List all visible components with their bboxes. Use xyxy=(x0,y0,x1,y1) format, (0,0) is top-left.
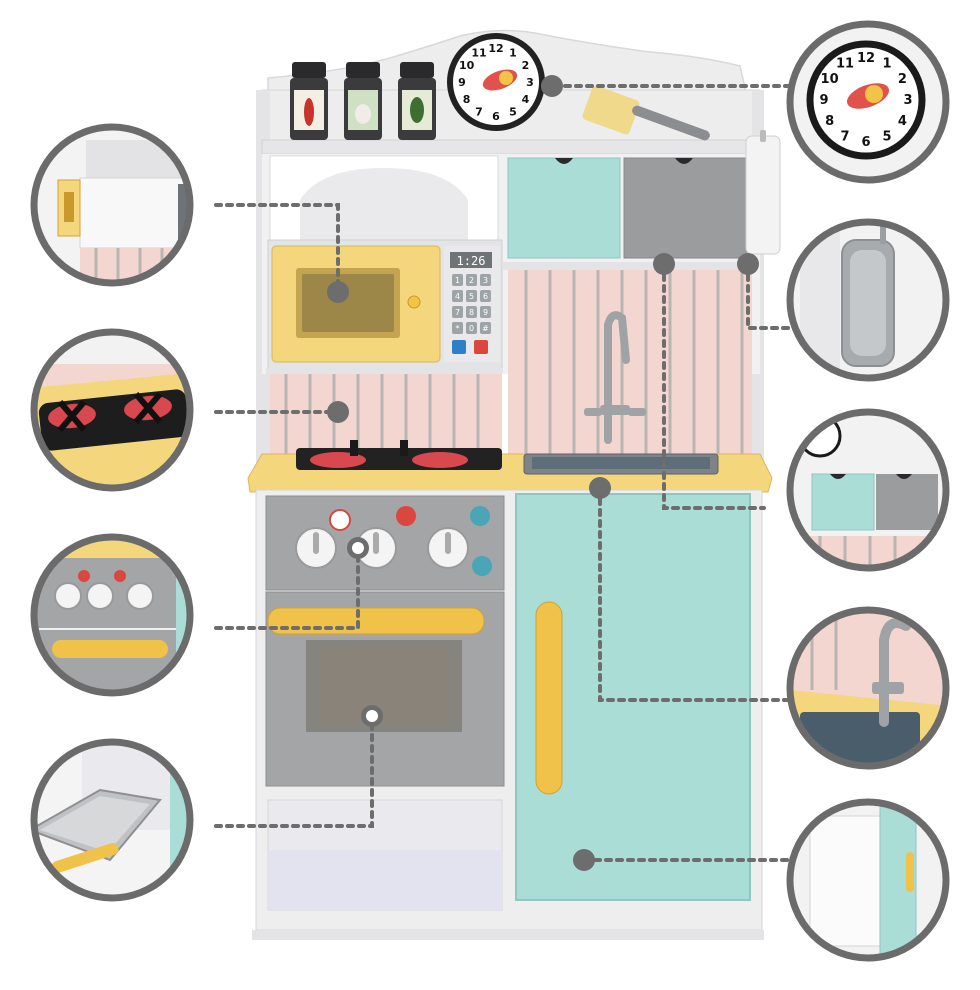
keypad-key-label: # xyxy=(482,324,489,333)
leaf-jar-icon xyxy=(398,62,436,140)
clock-numeral: 7 xyxy=(840,129,849,144)
clock-numeral: 4 xyxy=(898,114,907,129)
keypad-key-label: 9 xyxy=(483,308,488,317)
detail-sink xyxy=(786,606,950,770)
dish-badge-icon xyxy=(472,556,492,576)
keypad-key-label: 5 xyxy=(469,292,474,301)
pot-badge-icon xyxy=(470,506,490,526)
detail-oven-knobs xyxy=(30,533,194,697)
drawers xyxy=(507,157,749,259)
keypad-key xyxy=(452,274,463,286)
keypad-key-label: 1 xyxy=(455,276,460,285)
telephone xyxy=(745,130,781,255)
clock-numeral: 10 xyxy=(821,72,839,87)
detail-microwave-door xyxy=(30,123,194,287)
keypad-key xyxy=(480,306,491,318)
clock-numeral: 6 xyxy=(492,110,500,123)
keypad-key-label: 4 xyxy=(455,292,460,301)
keypad-key xyxy=(466,290,477,302)
keypad-key-label: 8 xyxy=(469,308,474,317)
fridge-door xyxy=(515,493,751,901)
clock-numeral: 8 xyxy=(463,93,471,106)
detail-drawers xyxy=(786,408,950,572)
spatula-icon xyxy=(582,85,710,141)
keypad-key xyxy=(452,290,463,302)
keypad-key xyxy=(452,306,463,318)
callout-dots-inner xyxy=(352,542,378,722)
callout-lines xyxy=(214,84,792,862)
clock-numeral: 12 xyxy=(488,42,503,55)
detail-burners xyxy=(30,328,194,492)
oven xyxy=(265,495,505,787)
keypad-key xyxy=(466,322,477,334)
clock-numeral: 2 xyxy=(522,59,530,72)
keypad-key-label: 7 xyxy=(455,308,460,317)
clock-numeral: 4 xyxy=(522,93,530,106)
oven-knobs xyxy=(295,527,469,569)
cooktop xyxy=(296,440,502,470)
detail-oven-door xyxy=(30,738,194,902)
clock-numeral: 11 xyxy=(471,47,486,60)
faucet xyxy=(584,311,646,444)
clock-numeral: 9 xyxy=(819,93,828,108)
microwave-display: 1:26 xyxy=(457,254,486,268)
clock-numeral: 6 xyxy=(861,135,870,150)
keypad-key xyxy=(466,274,477,286)
clock-numeral: 11 xyxy=(836,57,854,72)
keypad-key xyxy=(466,306,477,318)
clock-numeral: 2 xyxy=(898,72,907,87)
oven-badges xyxy=(329,506,492,576)
clock-numeral: 5 xyxy=(509,105,517,118)
keypad-key xyxy=(480,274,491,286)
keypad-key-label: 6 xyxy=(483,292,488,301)
clock-numeral: 10 xyxy=(459,59,475,72)
fire-badge-icon xyxy=(396,506,416,526)
detail-telephone xyxy=(786,218,950,382)
clock-numeral: 8 xyxy=(825,114,834,129)
detail-fridge xyxy=(786,798,950,962)
keypad-key-label: 0 xyxy=(469,324,474,333)
clock-numeral: 1 xyxy=(882,57,891,72)
clock-numeral: 3 xyxy=(903,93,912,108)
spice-jars xyxy=(290,62,436,140)
clock-numeral: 5 xyxy=(882,129,891,144)
keypad-key-label: * xyxy=(456,324,460,333)
clock-numeral: 1 xyxy=(509,47,517,60)
clock-numeral: 7 xyxy=(475,105,483,118)
keypad-key xyxy=(480,322,491,334)
garlic-jar-icon xyxy=(344,62,382,140)
clock-numeral: 3 xyxy=(526,76,534,89)
keypad-key-label: 2 xyxy=(469,276,474,285)
clock-numeral: 9 xyxy=(458,76,466,89)
keypad-key xyxy=(452,322,463,334)
keypad-key-label: 3 xyxy=(483,276,488,285)
chili-jar-icon xyxy=(290,62,328,140)
flame-badge-icon xyxy=(329,509,351,531)
clock-numeral: 12 xyxy=(857,51,875,66)
keypad-key xyxy=(480,290,491,302)
